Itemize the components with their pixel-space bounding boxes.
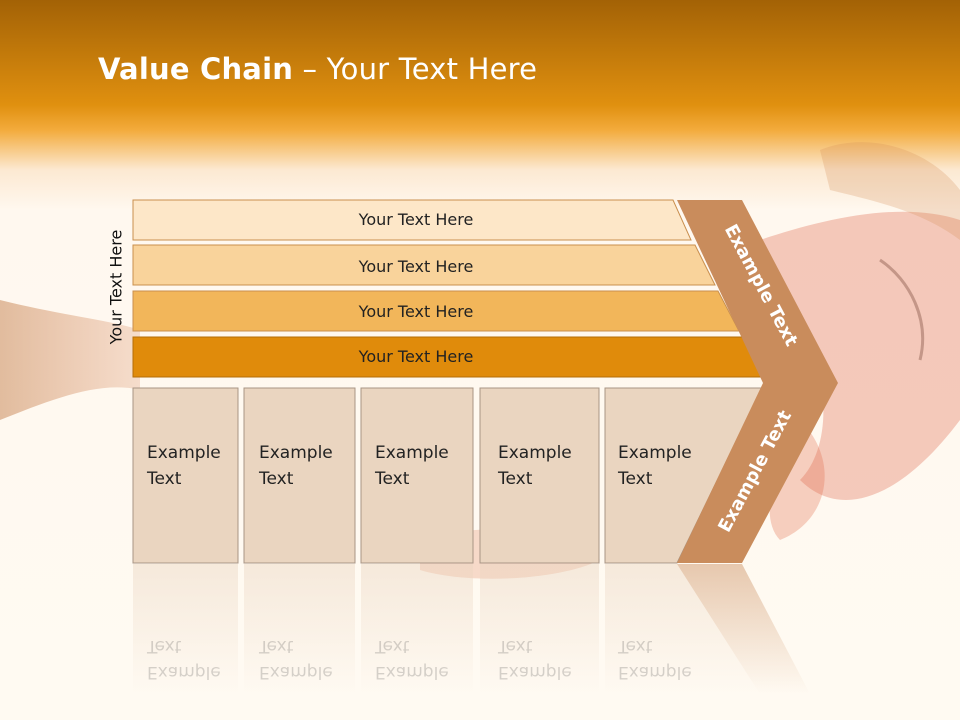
box-3-reflection: Example Text xyxy=(375,633,449,685)
box-3-reflection-line1: Example xyxy=(375,662,449,682)
box-4-reflection-line2: Text xyxy=(498,636,533,656)
box-2-line1: Example xyxy=(259,443,333,463)
bar-2 xyxy=(132,244,716,286)
box-1-reflection-line1: Example xyxy=(147,662,221,682)
box-4-reflection-line1: Example xyxy=(498,662,572,682)
reflection-group xyxy=(133,564,810,694)
box-2-line2: Text xyxy=(259,469,294,489)
title-bold: Value Chain xyxy=(98,52,294,86)
box-3 xyxy=(360,387,474,564)
slide-title: Value Chain – Your Text Here xyxy=(98,52,537,86)
box-1-reflection-line2: Text xyxy=(147,636,182,656)
box-2 xyxy=(243,387,356,564)
chevron-arrow xyxy=(677,200,838,563)
box-5-reflection: Example Text xyxy=(618,633,692,685)
box-5-line1: Example xyxy=(618,443,692,463)
box-1 xyxy=(132,387,239,564)
box-4-reflection: Example Text xyxy=(498,633,572,685)
box-4-line2: Text xyxy=(498,469,533,489)
box-4-line1: Example xyxy=(498,443,572,463)
box-1-line2: Text xyxy=(147,469,182,489)
box-5-reflection-line1: Example xyxy=(618,662,692,682)
box-1-reflection: Example Text xyxy=(147,633,221,685)
box-2-reflection-line2: Text xyxy=(259,636,294,656)
box-3-line1: Example xyxy=(375,443,449,463)
box-2-reflection-line1: Example xyxy=(259,662,333,682)
box-3-reflection-line2: Text xyxy=(375,636,410,656)
bar-3-label: Your Text Here xyxy=(358,302,474,321)
box-5-reflection-line2: Text xyxy=(618,636,653,656)
bar-2-label: Your Text Here xyxy=(358,257,474,276)
bar-4-label: Your Text Here xyxy=(358,347,474,366)
box-5-line2: Text xyxy=(618,469,653,489)
box-4 xyxy=(479,387,600,564)
bar-1 xyxy=(132,199,692,241)
bar-1-label: Your Text Here xyxy=(358,210,474,229)
box-3-line2: Text xyxy=(375,469,410,489)
box-1-line1: Example xyxy=(147,443,221,463)
box-2-reflection: Example Text xyxy=(259,633,333,685)
title-rest: – Your Text Here xyxy=(293,52,538,86)
